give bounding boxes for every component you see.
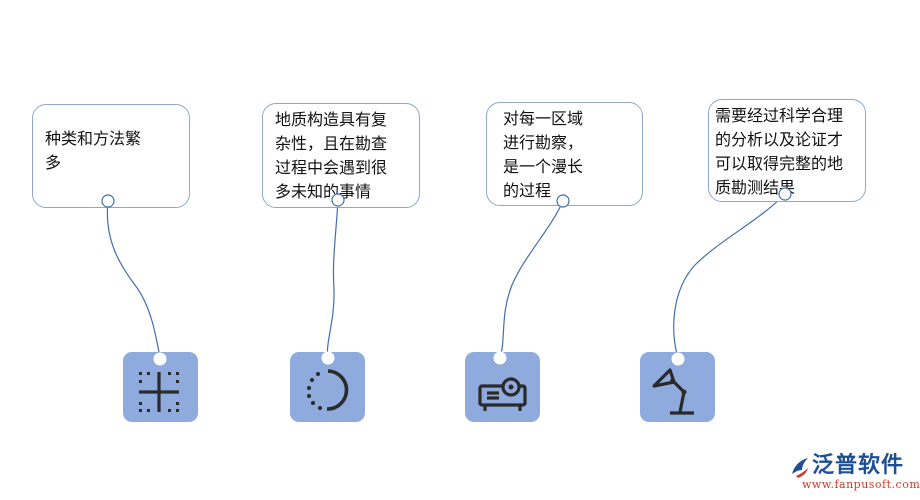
desk-lamp-icon [652, 368, 694, 415]
connector-2 [326, 199, 339, 358]
connector-4 [673, 193, 786, 359]
dot-tile-3 [493, 351, 507, 365]
logo-name: 泛普软件 [812, 453, 905, 478]
logo-url: www.fanpusoft.com [802, 478, 920, 491]
grid-icon [139, 372, 179, 412]
dot-tile-1 [153, 352, 167, 366]
dot-card-1 [101, 194, 115, 208]
dot-card-3 [556, 194, 570, 208]
dashed-circle-icon [307, 369, 349, 411]
card-1: 种类和方法繁 多 [32, 104, 190, 208]
dot-tile-2 [321, 351, 335, 365]
connector-3 [499, 200, 564, 358]
dot-tile-4 [671, 352, 685, 366]
dot-card-4 [778, 187, 792, 201]
card-2: 地质构造具有复 杂性，且在勘查 过程中会遇到很 多未知的事情 [262, 103, 420, 208]
brand-logo: 泛普软件 www.fanpusoft.com [788, 452, 920, 492]
connector-1 [106, 200, 161, 359]
logo-mark-icon [792, 458, 808, 478]
projector-icon [478, 377, 527, 411]
card-3: 对每一区域 进行勘察， 是一个漫长 的过程 [486, 102, 643, 206]
dot-card-2 [331, 193, 345, 207]
card-4: 需要经过科学合理 的分析以及论证才 可以取得完整的地 质勘测结果 [708, 99, 866, 202]
